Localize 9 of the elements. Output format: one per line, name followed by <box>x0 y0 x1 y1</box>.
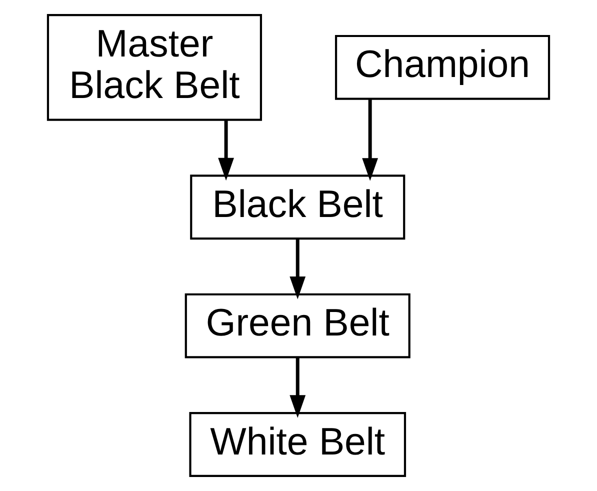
arrow <box>290 358 306 418</box>
node-box: Champion <box>334 34 550 100</box>
arrow <box>218 120 234 181</box>
node-box: Green Belt <box>184 293 410 358</box>
arrow <box>362 99 378 181</box>
arrow <box>290 238 306 300</box>
node-box: Black Belt <box>190 174 406 240</box>
node-box: Master Black Belt <box>46 14 262 121</box>
node-box: White Belt <box>189 412 406 477</box>
